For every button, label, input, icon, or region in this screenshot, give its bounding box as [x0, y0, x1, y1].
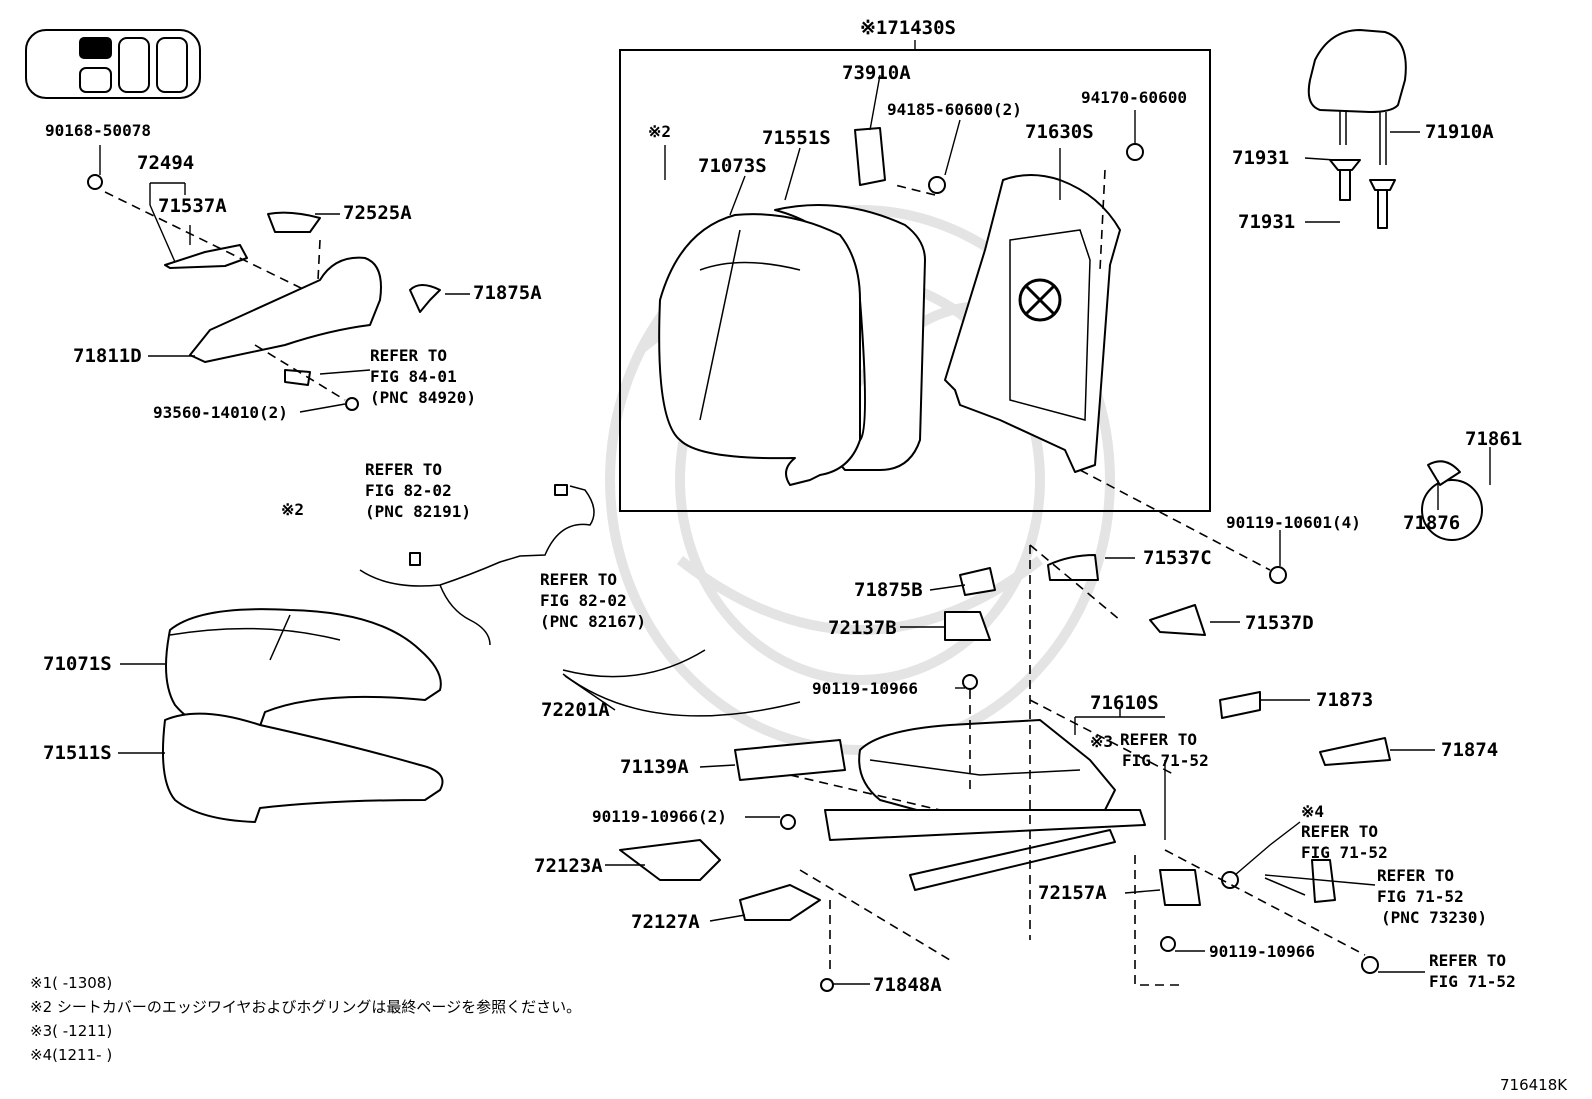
seat-cushion-cover-shape [161, 608, 444, 823]
refer-71-52-b-line2: FIG 71-52 [1301, 843, 1388, 862]
seatback-frame-shape [944, 174, 1121, 473]
refer-fig-82-02-b: REFER TO FIG 82-02 (PNC 82167) [540, 570, 646, 631]
assembly-label: ※171430S [860, 17, 956, 39]
refer-73230-line3: (PNC 73230) [1381, 908, 1487, 927]
refer-82191-line3: (PNC 82191) [365, 502, 471, 521]
part-72137B: 72137B [828, 617, 897, 639]
note-mark-2-top: ※2 [648, 122, 671, 141]
part-71876: 71876 [1403, 512, 1460, 534]
refer-71-52-d-line1: REFER TO [1429, 951, 1506, 970]
part-71511S: 71511S [43, 742, 112, 764]
footnote-2: ※2 シートカバーのエッジワイヤおよびホグリングは最終ページを参照ください。 [30, 998, 581, 1016]
note-mark-2-mid: ※2 [281, 500, 304, 519]
refer-82167-line2: FIG 82-02 [540, 591, 627, 610]
part-71910A: 71910A [1425, 121, 1494, 143]
refer-73230-line1: REFER TO [1377, 866, 1454, 885]
part-71139A: 71139A [620, 756, 689, 778]
part-71874: 71874 [1441, 739, 1498, 761]
part-72123A: 72123A [534, 855, 603, 877]
part-71630S: 71630S [1025, 121, 1094, 143]
part-93560-14010: 93560-14010(2) [153, 403, 288, 422]
part-72494: 72494 [137, 152, 194, 174]
part-71537A: 71537A [158, 195, 227, 217]
part-90119-10966-b: 90119-10966(2) [592, 807, 727, 826]
refer-82167-line3: (PNC 82167) [540, 612, 646, 631]
armrest-shape [87, 174, 441, 411]
part-73910A: 73910A [842, 62, 911, 84]
part-94185-60600: 94185-60600(2) [887, 100, 1022, 119]
footnote-1: ※1( -1308) [30, 974, 112, 992]
refer-84-01-line3: (PNC 84920) [370, 388, 476, 407]
refer-71-52-b-line1: REFER TO [1301, 822, 1378, 841]
refer-71-52-d-line2: FIG 71-52 [1429, 972, 1516, 991]
note-mark-3: ※3 [1090, 732, 1113, 751]
wire-harness-shape [359, 484, 595, 646]
part-90119-10966-a: 90119-10966 [812, 679, 918, 698]
refer-fig-84-01: REFER TO FIG 84-01 (PNC 84920) [370, 346, 476, 407]
refer-82191-line2: FIG 82-02 [365, 481, 452, 500]
part-71931-b: 71931 [1238, 211, 1295, 233]
seat-track-shape [562, 127, 1483, 992]
seatback-cover-shape [658, 204, 926, 486]
refer-71-52-a-line2: FIG 71-52 [1122, 751, 1209, 770]
part-71071S: 71071S [43, 653, 112, 675]
footnote-4: ※4(1211- ) [30, 1046, 112, 1064]
refer-fig-71-52-b: REFER TO FIG 71-52 [1301, 822, 1388, 862]
refer-82167-line1: REFER TO [540, 570, 617, 589]
note-mark-4: ※4 [1301, 802, 1324, 821]
refer-71-52-a-line1: REFER TO [1120, 730, 1197, 749]
part-71931-a: 71931 [1232, 147, 1289, 169]
figure-id: 716418K [1500, 1076, 1568, 1094]
footnotes: ※1( -1308) ※2 シートカバーのエッジワイヤおよびホグリングは最終ペー… [30, 974, 581, 1064]
part-71073S: 71073S [698, 155, 767, 177]
part-71861: 71861 [1465, 428, 1522, 450]
refer-fig-71-52-d: REFER TO FIG 71-52 [1429, 951, 1516, 991]
refer-fig-71-52-a: REFER TO FIG 71-52 [1120, 730, 1209, 770]
part-71610S: 71610S [1090, 692, 1159, 714]
leader-lines [99, 74, 1491, 985]
part-72157A: 72157A [1038, 882, 1107, 904]
part-90119-10966-c: 90119-10966 [1209, 942, 1315, 961]
headrest-shape [1307, 29, 1407, 229]
refer-fig-82-02-a: REFER TO FIG 82-02 (PNC 82191) [365, 460, 471, 521]
seat-position-icon [25, 29, 201, 99]
part-71537C: 71537C [1143, 547, 1212, 569]
refer-82191-line1: REFER TO [365, 460, 442, 479]
part-71848A: 71848A [873, 974, 942, 996]
part-90119-10601: 90119-10601(4) [1226, 513, 1361, 532]
footnote-3: ※3( -1211) [30, 1022, 112, 1040]
refer-84-01-line1: REFER TO [370, 346, 447, 365]
part-71873: 71873 [1316, 689, 1373, 711]
part-72525A: 72525A [343, 202, 412, 224]
part-90168-50078: 90168-50078 [45, 121, 151, 140]
part-72127A: 72127A [631, 911, 700, 933]
refer-84-01-line2: FIG 84-01 [370, 367, 457, 386]
refer-73230-line2: FIG 71-52 [1377, 887, 1464, 906]
part-71537D: 71537D [1245, 612, 1314, 634]
dashed-guide-lines [104, 169, 1366, 986]
part-71875A: 71875A [473, 282, 542, 304]
refer-fig-71-52-c: REFER TO FIG 71-52 (PNC 73230) [1377, 866, 1487, 927]
part-94170-60600: 94170-60600 [1081, 88, 1187, 107]
part-71811D: 71811D [73, 345, 142, 367]
part-72201A: 72201A [541, 699, 610, 721]
part-71875B: 71875B [854, 579, 923, 601]
part-71551S: 71551S [762, 127, 831, 149]
